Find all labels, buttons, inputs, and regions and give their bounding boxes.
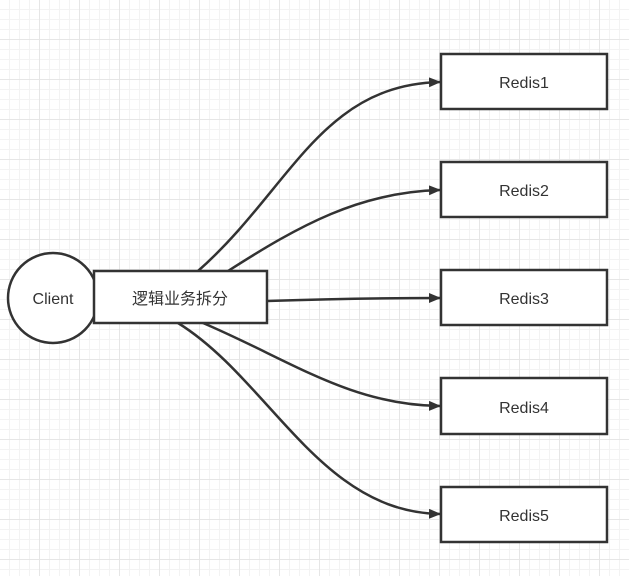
redis-label: Redis5 [499,508,549,525]
edge-splitter-redis2 [227,185,441,273]
redis-node-2: Redis2 [439,160,609,219]
redis-label: Redis1 [499,75,549,92]
splitter-box [92,269,269,325]
edge-splitter-redis5 [177,321,441,519]
redis-box [439,376,609,436]
redis-label: Redis2 [499,183,549,200]
redis-box [439,52,609,111]
redis-label: Redis3 [499,291,549,308]
splitter-label: 逻辑业务拆分 [132,290,228,308]
redis-box [439,485,609,544]
redis-box [439,160,609,219]
splitter-node: 逻辑业务拆分 [92,269,269,325]
redis-node-4: Redis4 [439,376,609,436]
redis-node-3: Redis3 [439,268,609,327]
redis-label: Redis4 [499,400,549,417]
edges [177,77,441,519]
redis-box [439,268,609,327]
edge-splitter-redis4 [202,321,441,411]
redis-node-5: Redis5 [439,485,609,544]
client-label: Client [33,291,74,308]
edge-splitter-redis3 [266,293,441,304]
edge-splitter-redis1 [197,77,441,272]
redis-node-1: Redis1 [439,52,609,111]
client-node: Client [6,251,100,345]
